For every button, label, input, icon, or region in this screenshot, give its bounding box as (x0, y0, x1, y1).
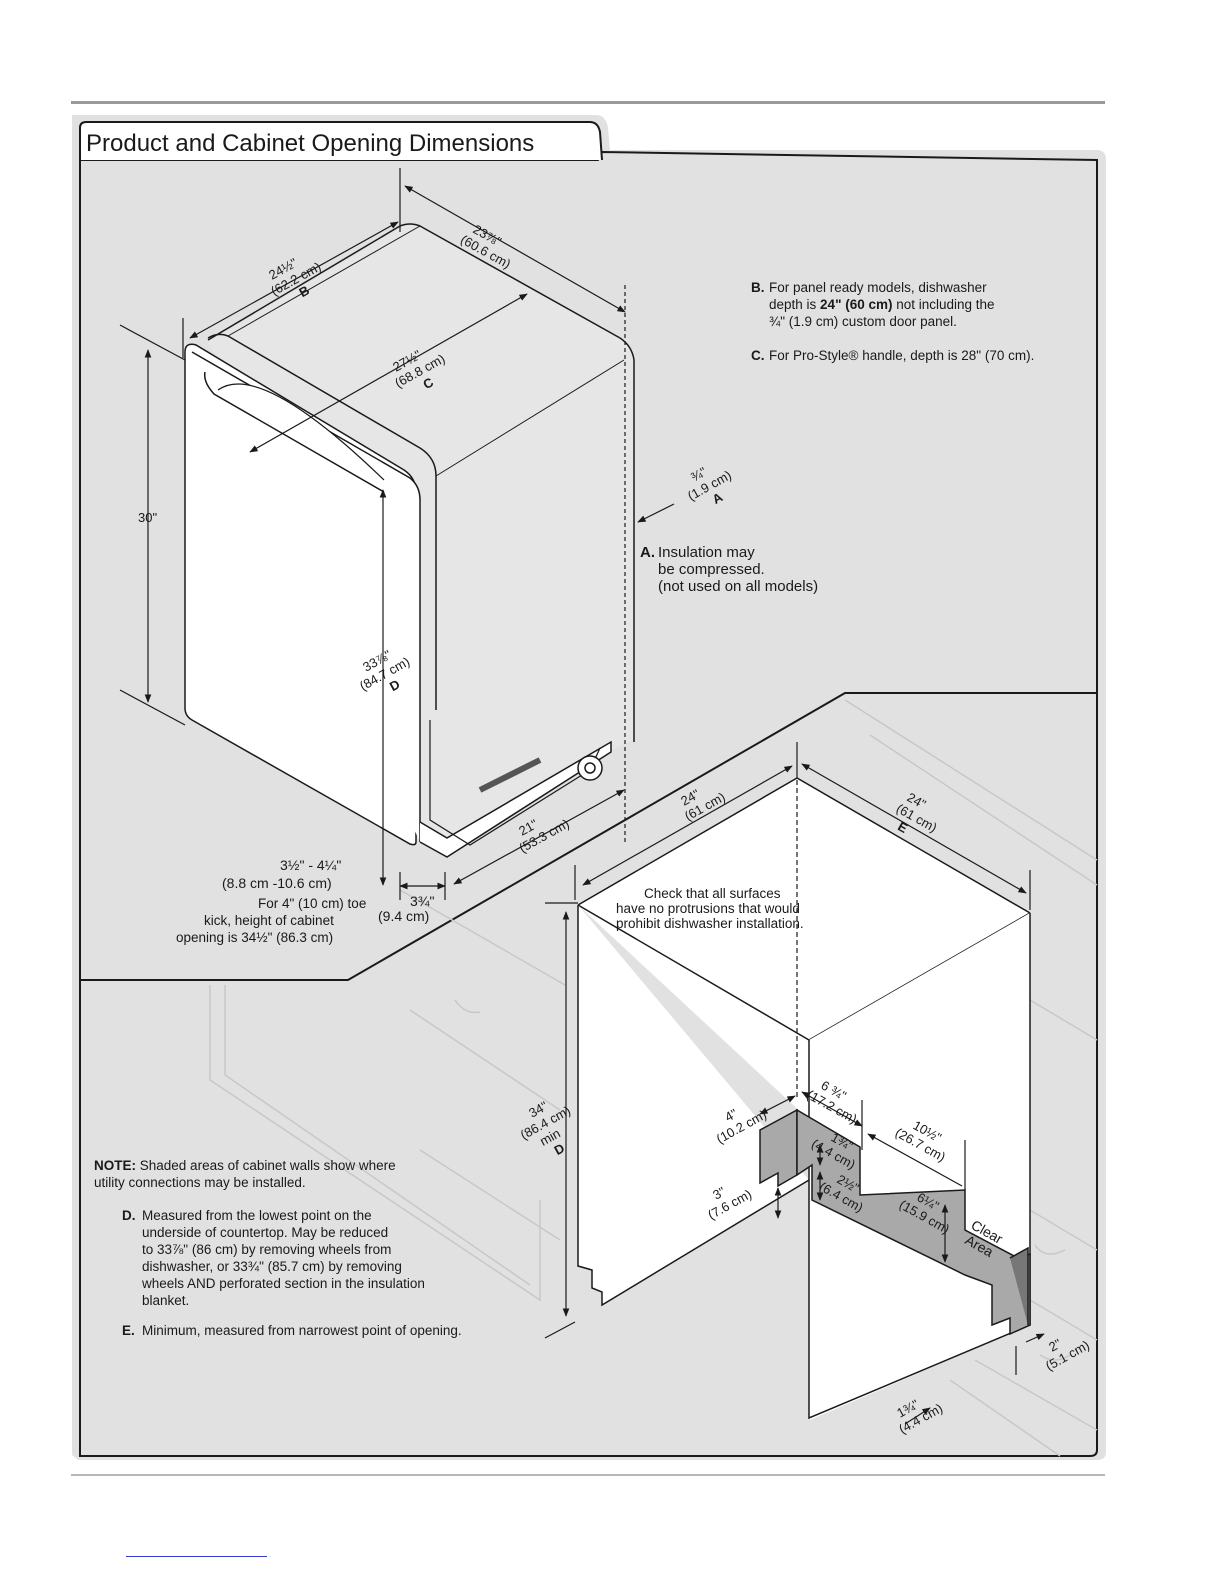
note-d-line2: underside of countertop. May be reduced (142, 1225, 388, 1240)
dim-insulation-a: ¾" (688, 464, 709, 485)
note-shaded-line2: utility connections may be installed. (94, 1175, 306, 1190)
note-a-line3: (not used on all models) (658, 578, 818, 595)
dishwasher-dimension-lines (119, 168, 675, 900)
note-a-line1: Insulation may (658, 544, 755, 561)
diagram-frame (79, 150, 1098, 1457)
dim-toe-range: 3½" - 4¼" (280, 857, 341, 873)
title-tab (79, 121, 603, 161)
note-a-line2: be compressed. (658, 561, 765, 578)
note-b-line2: depth is 24" (60 cm) not including the (769, 297, 995, 312)
note-a-letter: A. (640, 544, 655, 561)
dim-toe-range-cm: (8.8 cm -10.6 cm) (222, 875, 332, 891)
section-title: Product and Cabinet Opening Dimensions (86, 130, 534, 157)
note-d-line1: Measured from the lowest point on the (142, 1208, 372, 1223)
shaded-area-right (796, 1108, 1031, 1336)
note-e-letter: E. (122, 1323, 135, 1338)
toe-note-line1: For 4" (10 cm) toe (258, 896, 366, 911)
note-d-line4: dishwasher, or 33¾" (85.7 cm) by removin… (142, 1259, 402, 1274)
cabinet-background (209, 699, 1098, 1457)
note-c-letter: C. (751, 348, 765, 363)
note-d-letter: D. (122, 1208, 136, 1223)
note-b-line3: ¾" (1.9 cm) custom door panel. (769, 314, 957, 329)
top-rule (71, 101, 1105, 104)
toe-note-line3: opening is 34½" (86.3 cm) (176, 930, 333, 945)
note-d-line6: blanket. (142, 1293, 189, 1308)
note-e-text: Minimum, measured from narrowest point o… (142, 1323, 462, 1338)
note-d-line3: to 33⅞" (86 cm) by removing wheels from (142, 1242, 391, 1257)
note-c-text: For Pro-Style® handle, depth is 28" (70 … (769, 348, 1034, 363)
note-b-line1: For panel ready models, dishwasher (769, 280, 987, 295)
note-b-letter: B. (751, 280, 765, 295)
dim-toe-depth-cm: (9.4 cm) (378, 908, 429, 924)
check-line2: have no protrusions that would (616, 901, 800, 916)
note-shaded-line1: NOTE: Shaded areas of cabinet walls show… (94, 1158, 396, 1173)
toe-note-line2: kick, height of cabinet (204, 913, 334, 928)
dim-toe-depth: 3¾" (410, 893, 434, 909)
note-d-line5: wheels AND perforated section in the ins… (141, 1276, 425, 1291)
bottom-rule (71, 1474, 1105, 1476)
check-line1: Check that all surfaces (644, 886, 781, 901)
cabinet-dimension-lines (544, 742, 1045, 1425)
check-line3: prohibit dishwasher installation. (616, 916, 804, 931)
footer-link-underline (126, 1556, 267, 1557)
dim-height-30: 30" (138, 510, 157, 525)
